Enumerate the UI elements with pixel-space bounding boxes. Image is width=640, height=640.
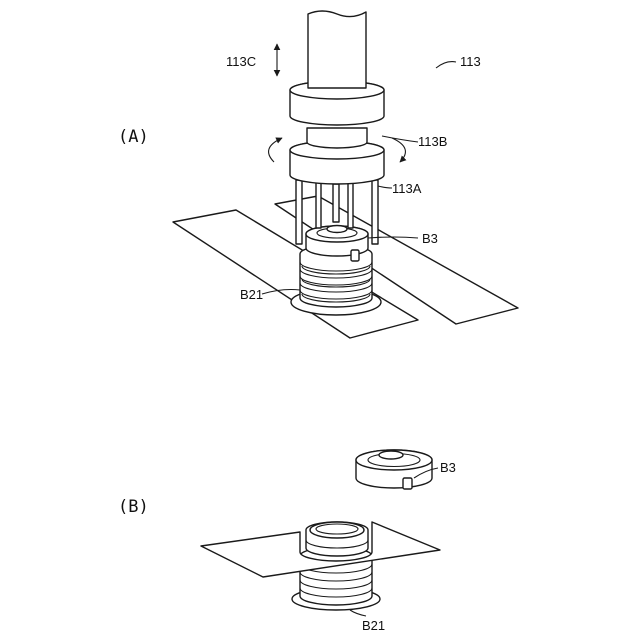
rotary-head-113b [290, 128, 384, 184]
label-113a: 113A [392, 181, 422, 196]
panel-b-label: (B) [118, 497, 149, 517]
label-b21-a: B21 [240, 287, 263, 302]
label-113b: 113B [418, 134, 447, 149]
panel-a-label: (A) [118, 127, 149, 147]
label-b3-a: B3 [422, 231, 438, 246]
upper-coil-b [306, 522, 368, 556]
panel-a: (A) [118, 11, 518, 338]
part-b3-separate [356, 450, 432, 489]
label-113c: 113C [226, 54, 256, 69]
label-b3-b: B3 [440, 460, 456, 475]
label-b21-b: B21 [362, 618, 385, 633]
shaft-113c [308, 11, 366, 88]
label-113: 113 [460, 54, 481, 69]
panel-b: (B) [118, 450, 456, 633]
